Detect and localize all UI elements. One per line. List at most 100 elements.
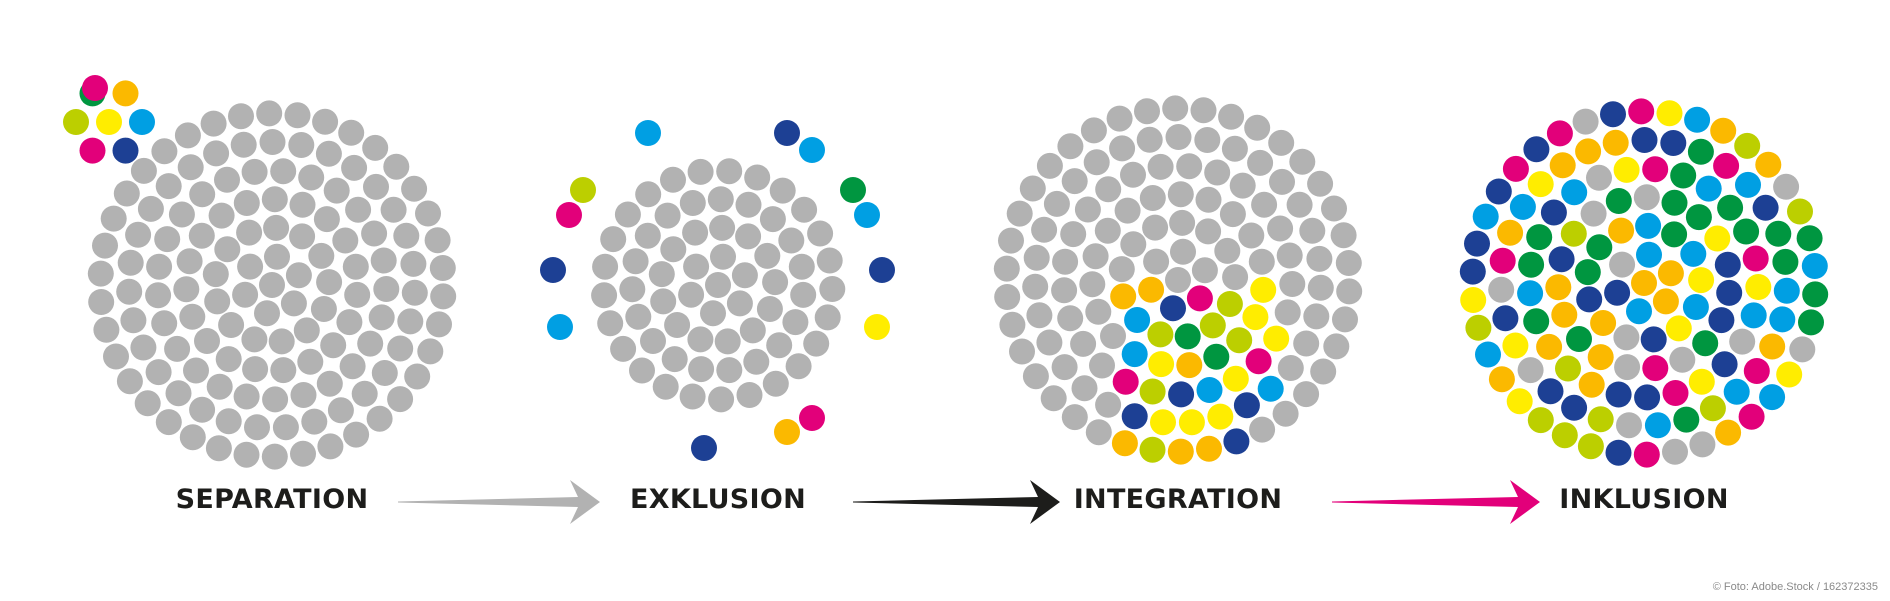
gray-dot — [1614, 354, 1641, 381]
gray-dot — [1043, 190, 1070, 217]
colored-dot — [1644, 412, 1671, 439]
gray-dot — [1616, 412, 1642, 439]
gray-dot — [1307, 170, 1334, 197]
colored-dot — [869, 257, 895, 283]
gray-dot — [1071, 375, 1098, 402]
gray-dot — [380, 196, 407, 223]
colored-dot — [1148, 351, 1175, 378]
colored-dot — [799, 137, 825, 163]
gray-dot — [710, 243, 736, 270]
colored-dot — [1523, 308, 1550, 335]
gray-dot — [1303, 303, 1330, 330]
colored-dot — [1174, 323, 1201, 350]
gray-dot — [426, 311, 452, 338]
gray-dot — [1336, 278, 1363, 305]
colored-dot — [1738, 403, 1765, 430]
colored-dot — [1796, 225, 1823, 252]
gray-dot — [117, 249, 144, 276]
colored-dot — [1692, 330, 1719, 357]
gray-dot — [1789, 336, 1816, 363]
gray-dot — [241, 326, 268, 353]
gray-dot — [202, 261, 229, 288]
gray-dot — [259, 272, 285, 298]
colored-dot — [1111, 430, 1138, 457]
gray-dot — [289, 191, 316, 218]
gray-dot — [1267, 215, 1294, 242]
gray-dot — [137, 195, 164, 222]
gray-dot — [1031, 216, 1058, 243]
gray-dot — [1773, 173, 1800, 200]
gray-dot — [188, 222, 215, 249]
gray-dot — [600, 226, 627, 253]
gray-dot — [262, 386, 289, 413]
gray-dot — [1080, 117, 1107, 144]
colored-dot — [1600, 101, 1626, 128]
colored-dot — [1577, 433, 1604, 460]
gray-dot — [1214, 237, 1241, 264]
colored-dot — [1203, 343, 1230, 370]
gray-dot — [203, 140, 230, 167]
colored-dot — [1688, 368, 1715, 395]
colored-dot — [1684, 106, 1711, 133]
gray-dot — [622, 248, 649, 275]
colored-dot — [1602, 129, 1629, 156]
gray-dot — [1195, 186, 1222, 213]
gray-dot — [1335, 250, 1362, 276]
gray-dot — [280, 290, 307, 317]
label-separation: SEPARATION — [175, 484, 369, 515]
gray-dot — [404, 363, 431, 390]
gray-dot — [1277, 355, 1304, 381]
gray-dot — [782, 309, 809, 336]
gray-dot — [1089, 352, 1115, 379]
gray-dot — [629, 357, 655, 384]
colored-dot — [1590, 310, 1617, 336]
gray-dot — [1249, 416, 1276, 443]
colored-dot — [82, 75, 108, 101]
gray-dot — [1218, 103, 1245, 130]
gray-dot — [241, 158, 268, 185]
colored-dot — [1740, 302, 1767, 329]
colored-dot — [63, 109, 89, 135]
gray-dot — [1170, 238, 1196, 265]
gray-dot — [1286, 191, 1313, 218]
colored-dot — [1714, 251, 1741, 278]
gray-dot — [1106, 105, 1133, 132]
gray-dot — [1036, 329, 1063, 356]
gray-dot — [174, 122, 201, 149]
gray-dot — [1613, 324, 1640, 351]
colored-dot — [1745, 274, 1772, 300]
gray-dot — [327, 397, 354, 424]
colored-dot — [1682, 294, 1709, 320]
gray-dot — [1204, 159, 1231, 186]
gray-dot — [256, 100, 283, 127]
gray-dot — [1272, 400, 1299, 427]
gray-dot — [1040, 385, 1067, 412]
gray-dot — [100, 205, 127, 232]
gray-dot — [1165, 267, 1191, 293]
cluster-integration — [993, 95, 1363, 465]
colored-dot — [691, 435, 717, 461]
gray-dot — [1293, 381, 1320, 408]
gray-dot — [179, 424, 206, 451]
gray-dot — [363, 173, 389, 200]
colored-dot — [1459, 258, 1486, 285]
gray-dot — [297, 348, 324, 375]
gray-dot — [214, 166, 240, 193]
colored-dot — [1485, 178, 1512, 205]
colored-dot — [1743, 358, 1770, 384]
gray-dot — [687, 326, 714, 353]
gray-dot — [368, 304, 395, 331]
colored-dot — [1242, 304, 1269, 331]
colored-dot — [1787, 198, 1813, 225]
gray-dot — [93, 316, 120, 343]
gray-dot — [1136, 126, 1163, 153]
colored-dot — [1642, 355, 1669, 382]
gray-dot — [664, 312, 691, 338]
cluster-exklusion — [540, 120, 895, 461]
colored-dot — [1566, 326, 1592, 352]
gray-dot — [1079, 271, 1106, 298]
colored-dot — [1575, 138, 1602, 165]
colored-dot — [1472, 203, 1499, 230]
colored-dot — [1488, 366, 1515, 393]
gray-dot — [1488, 276, 1515, 303]
